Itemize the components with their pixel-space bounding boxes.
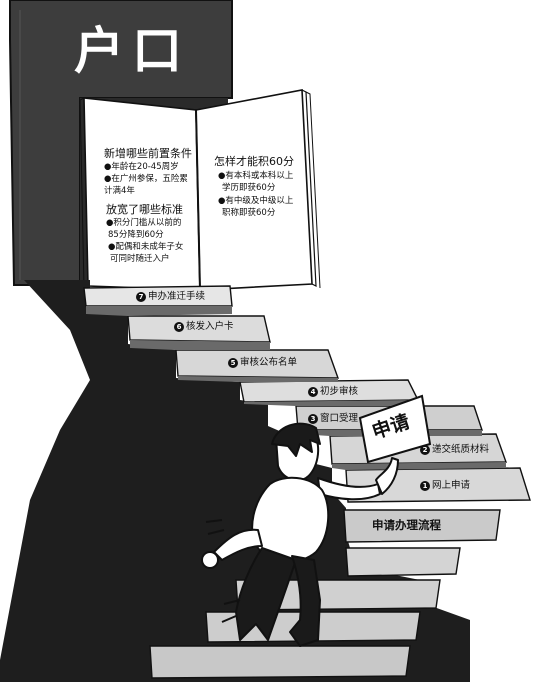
step-number-badge: 3 (308, 414, 318, 424)
step-label: 递交纸质材料 (432, 444, 490, 455)
left-item: 可同时随迁入户 (110, 254, 170, 264)
open-book (79, 89, 321, 291)
left-item: ●在广州参保，五险累 (104, 174, 188, 184)
held-sign (358, 394, 432, 464)
step-label: 核发入户卡 (186, 321, 234, 332)
running-man (201, 422, 399, 647)
step-number-badge: 1 (420, 481, 430, 491)
step-label: 网上申请 (432, 480, 471, 491)
left-item: 计满4年 (104, 186, 135, 196)
right-item: 职称即获60分 (222, 208, 276, 218)
step-number-badge: 2 (420, 445, 430, 455)
step-number-badge: 5 (228, 358, 238, 368)
step-label: 窗口受理 (320, 413, 359, 424)
right-heading: 怎样才能积60分 (214, 155, 294, 168)
step-number-badge: 4 (308, 387, 318, 397)
left-heading-2: 放宽了哪些标准 (106, 203, 183, 216)
flow-title: 申请办理流程 (372, 518, 441, 532)
staircase (0, 280, 531, 682)
right-item: ●有本科或本科以上 (218, 171, 294, 181)
right-item: 学历即获60分 (222, 183, 276, 193)
left-item: ●年龄在20-45周岁 (104, 162, 179, 172)
step-label: 初步审核 (320, 386, 359, 397)
step-number-badge: 6 (174, 322, 184, 332)
left-heading-1: 新增哪些前置条件 (104, 147, 192, 160)
right-item: ●有中级及中级以上 (218, 196, 294, 206)
step-label: 申办准迁手续 (148, 291, 206, 302)
step-number-badge: 7 (136, 292, 146, 302)
step-label: 审核公布名单 (240, 357, 298, 368)
tower-title: 户口 (74, 22, 190, 80)
left-item: 85分降到60分 (108, 230, 164, 240)
left-item: ●配偶和未成年子女 (108, 242, 184, 252)
left-item: ●积分门槛从以前的 (106, 218, 182, 228)
